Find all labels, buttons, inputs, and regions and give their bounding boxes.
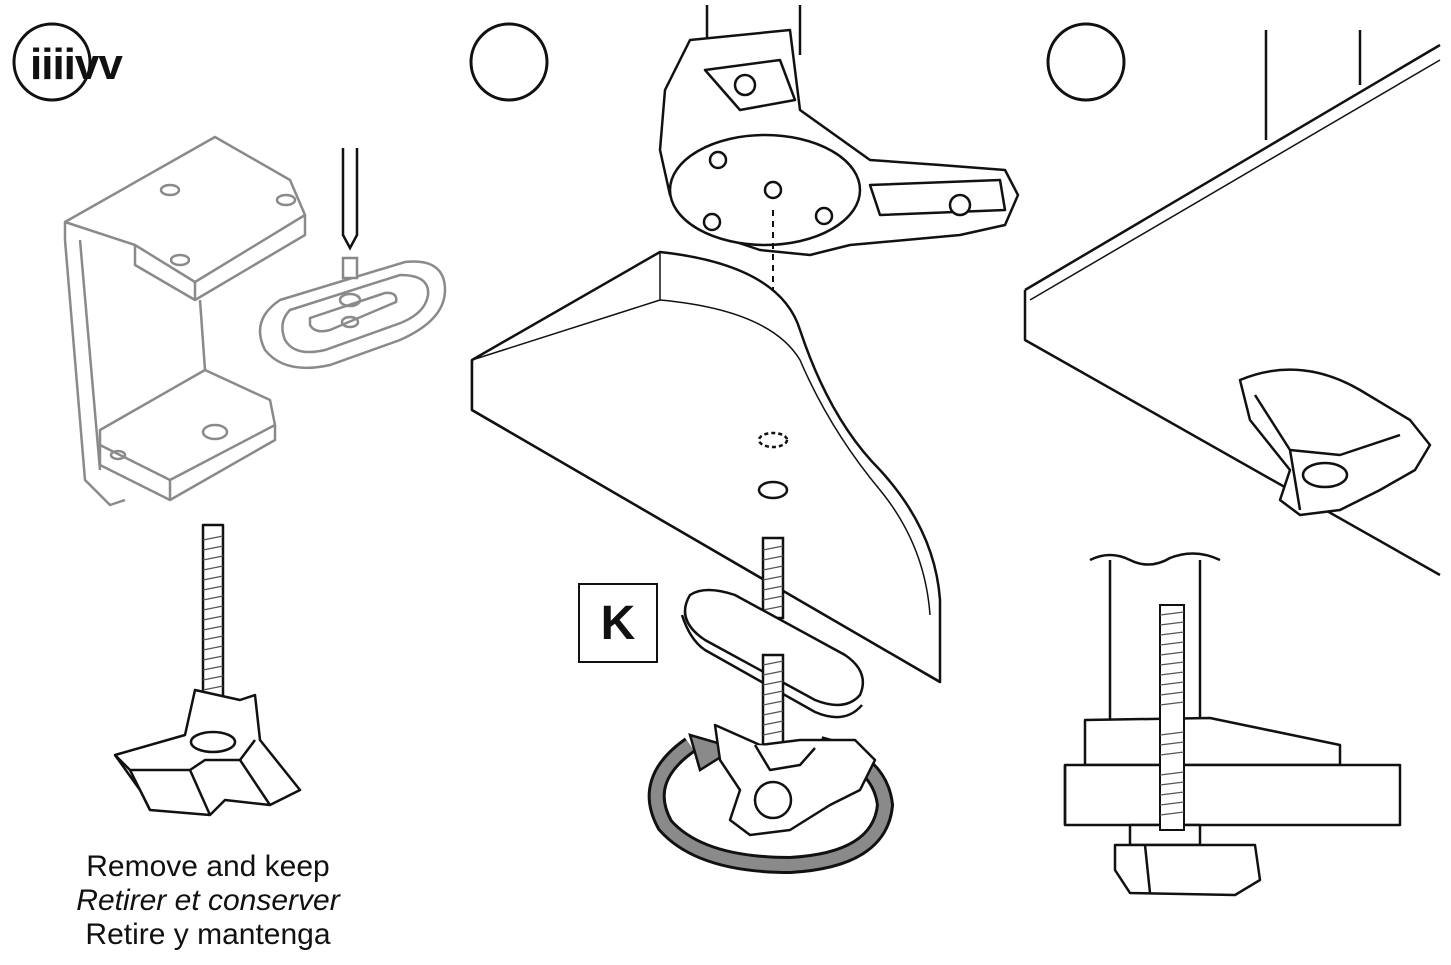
rotate-arrow-icon xyxy=(647,733,895,875)
star-knob-bolt xyxy=(113,523,302,817)
remove-and-keep-caption: Remove and keep Retirer et conserver Ret… xyxy=(28,850,388,952)
caption-en: Remove and keep xyxy=(86,850,330,883)
top-bracket xyxy=(658,28,1020,257)
step-1-circle xyxy=(12,22,92,102)
step-3-circle xyxy=(1046,22,1126,102)
step-1-label: iiiivv xyxy=(30,40,123,89)
desk-underside xyxy=(1023,30,1441,577)
screwdriver-icon xyxy=(341,148,359,280)
star-knob-mounted xyxy=(1238,368,1432,517)
threaded-bolt xyxy=(761,536,785,620)
cross-section xyxy=(1063,552,1402,897)
star-knob xyxy=(713,723,877,837)
threaded-rod xyxy=(1159,604,1185,831)
caption-fr: Retirer et conserver xyxy=(76,884,340,917)
washer xyxy=(680,588,865,719)
step-2-circle xyxy=(469,22,549,102)
mounting-plate xyxy=(258,260,447,370)
caption-es: Retire y mantenga xyxy=(85,918,331,951)
part-k-label: K xyxy=(578,583,658,663)
clamp-bracket xyxy=(63,135,307,507)
